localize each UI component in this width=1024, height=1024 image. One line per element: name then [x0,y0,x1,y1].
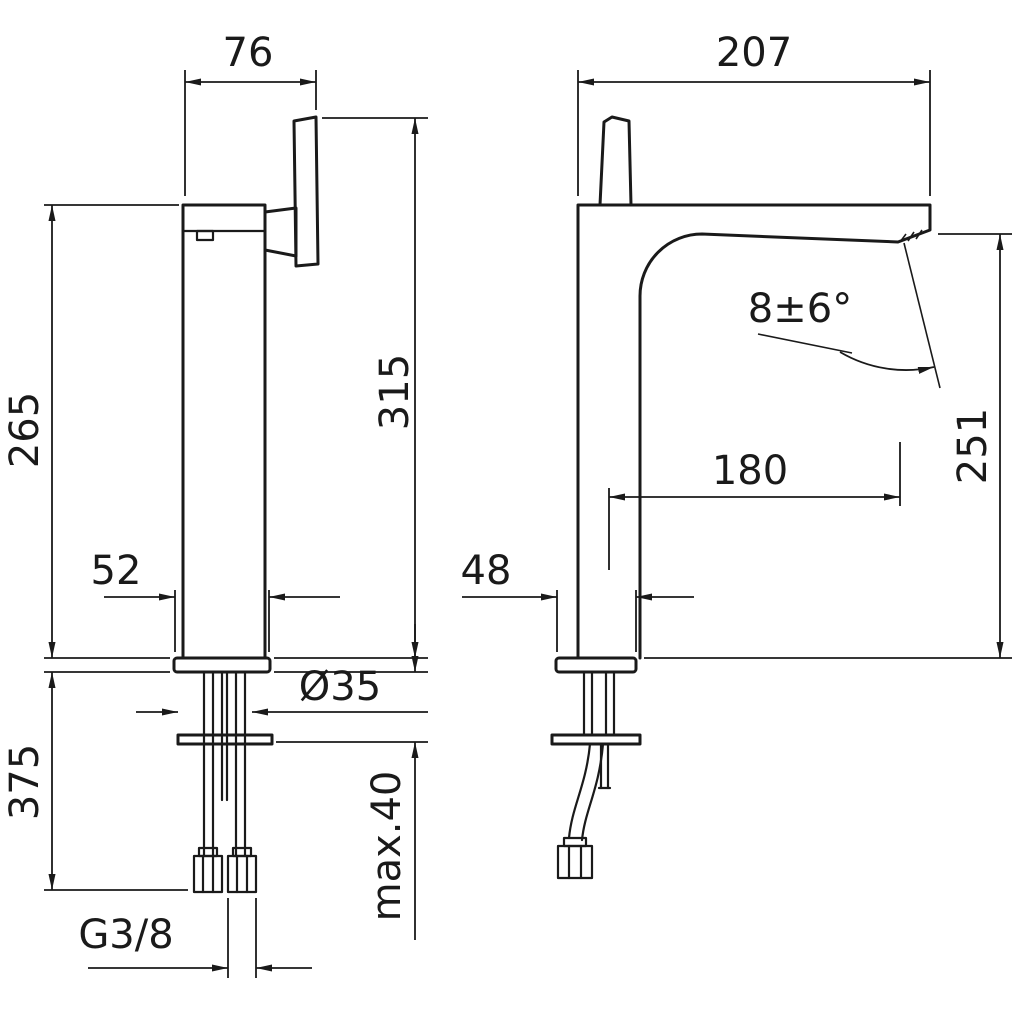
label-front-body-height: 265 [2,392,48,468]
side-view [550,115,941,880]
dim-front-top-width: 76 [184,30,317,196]
dim-thread-size: G3/8 [78,898,312,978]
faucet-profile-side [576,203,932,660]
handle-lever-front [263,206,298,258]
spray-angle-construction [757,242,941,389]
dim-spout-reach: 180 [608,442,901,570]
dim-side-top-width: 207 [577,30,931,196]
dim-spout-height: 251 [644,233,1012,659]
label-under-counter-length: 375 [2,744,48,820]
mounting-flange-side [550,733,642,746]
supply-hose-side [556,742,605,880]
base-plate-front [172,656,272,674]
spout-outlet-front [195,229,215,242]
label-front-total-height: 315 [372,354,418,430]
supply-hoses-front [202,670,247,858]
hose-nut-right [226,846,258,894]
dim-max-counter-thickness: max.40 [274,624,428,940]
front-view [172,115,320,894]
label-thread-size: G3/8 [78,912,173,958]
dim-side-base-width: 48 [461,548,694,652]
dim-under-counter-length: 375 [2,672,188,891]
label-spout-height: 251 [950,408,996,484]
dim-front-base-width: 52 [91,548,340,652]
hose-nut-left [192,846,224,894]
label-side-base-width: 48 [461,548,512,594]
base-plate-side [554,656,638,674]
label-spout-reach: 180 [712,448,788,494]
side-dimensions: 207 8±6° 180 251 48 [461,30,1012,659]
label-front-base-width: 52 [91,548,142,594]
label-max-counter-thickness: max.40 [364,771,410,922]
label-front-top-width: 76 [223,30,274,76]
label-side-top-width: 207 [716,30,792,76]
handle-blade-side [598,115,633,207]
shank-side [582,670,616,737]
faucet-body-front [181,203,267,660]
handle-blade-front [292,115,320,268]
dim-front-body-height: 265 [2,204,179,673]
front-dimensions: 76 265 315 52 Ø35 [2,30,428,978]
mounting-flange-front [176,733,274,746]
aerator-hatch [899,229,923,243]
dim-front-total-height: 315 [274,117,428,659]
label-hole-diameter: Ø35 [299,664,381,710]
label-spray-angle: 8±6° [748,286,852,332]
